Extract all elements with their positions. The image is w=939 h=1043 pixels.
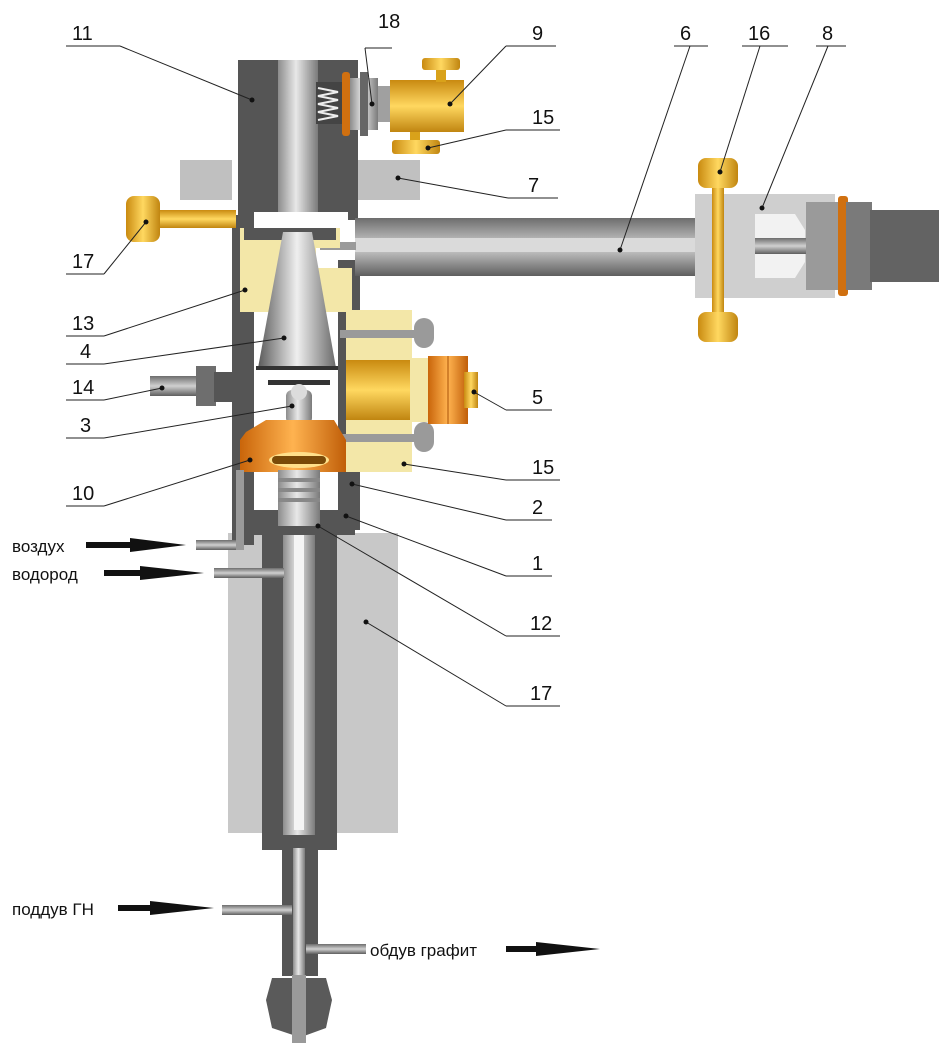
label-9: 9 (532, 23, 543, 45)
screw-upper-rod (340, 330, 424, 338)
coupling-8-rod (755, 238, 815, 254)
label-4: 4 (80, 341, 91, 363)
valve-9-knob-top[interactable] (422, 58, 460, 70)
valve-9-stem-top (436, 66, 446, 82)
fitting-14-base (214, 372, 234, 402)
injector-12-thread (278, 478, 320, 482)
cable (870, 210, 939, 282)
flow-graphite-arrow (506, 942, 600, 956)
top-head-window (254, 212, 348, 228)
injector-12-thread2 (278, 488, 320, 492)
side-block-15-lower (346, 420, 412, 472)
gap-plate (268, 380, 330, 385)
side-block-15-mid (346, 360, 412, 420)
screw-lower-head (414, 422, 434, 452)
label-11: 11 (72, 23, 93, 45)
label-3: 3 (80, 415, 91, 437)
graphite-outlet-pipe (306, 944, 366, 954)
inner-bore (294, 520, 304, 830)
valve-9-body (390, 80, 464, 132)
label-1: 1 (532, 553, 543, 575)
rod-6-inner (355, 238, 755, 252)
air-inlet-elbow (236, 470, 244, 550)
label-12: 12 (530, 613, 552, 635)
flow-hydrogen-label: водород (12, 565, 78, 584)
flow-air-arrow (86, 538, 186, 552)
label-15-upper: 15 (532, 107, 554, 129)
label-2: 2 (532, 497, 543, 519)
top-head-bore (278, 60, 318, 220)
flow-labels: воздух водород поддув ГН обдув графит (12, 537, 600, 960)
screw-18-thread (360, 72, 368, 136)
flow-hydrogen-arrow (104, 566, 204, 580)
screw-16-rod (712, 168, 724, 338)
label-8: 8 (822, 23, 833, 45)
injector-12-thread3 (278, 498, 320, 502)
label-14: 14 (72, 377, 94, 399)
screw-upper-head (414, 318, 434, 348)
seal-ring-8 (838, 196, 848, 296)
screw-16-knob-bottom[interactable] (698, 312, 738, 342)
lower-pipe-bore (293, 848, 305, 976)
burner-tip-3-top (291, 384, 307, 400)
clamp-block-7-left (180, 160, 232, 200)
nozzle-10-bar (272, 456, 326, 464)
label-15-lower: 15 (532, 457, 554, 479)
spring-coil (317, 87, 339, 121)
fitting-14-nut (196, 366, 216, 406)
label-6: 6 (680, 23, 691, 45)
bottom-nut-bore (292, 975, 306, 1043)
gn-purge-pipe (222, 905, 292, 915)
locking-screw-17-rod (156, 210, 236, 228)
nut-5-bolt (464, 372, 478, 408)
nut-5-back (410, 358, 432, 422)
hydrogen-inlet-pipe (214, 568, 284, 578)
valve-9-stem-bottom (410, 132, 420, 142)
label-10: 10 (72, 483, 94, 505)
flow-gn-purge-arrow (118, 901, 214, 915)
label-17-lower: 17 (530, 683, 552, 705)
flow-gn-purge-label: поддув ГН (12, 900, 94, 919)
label-16: 16 (748, 23, 770, 45)
coupling-8-nut-2 (846, 202, 872, 290)
air-inlet-pipe (196, 540, 244, 550)
seal-ring-18 (342, 72, 350, 136)
label-5: 5 (532, 387, 543, 409)
flow-graphite-label: обдув графит (370, 941, 477, 960)
cone-4 (258, 232, 336, 368)
burner-tip-3 (286, 390, 312, 424)
screw-18-tip (378, 86, 392, 122)
label-17-upper: 17 (72, 251, 94, 273)
label-13: 13 (72, 313, 94, 335)
locking-screw-17-knob[interactable] (126, 196, 160, 242)
coupling-8-nut (806, 202, 840, 290)
fitting-14-pipe (150, 376, 200, 396)
label-18: 18 (378, 11, 400, 33)
label-7: 7 (528, 175, 539, 197)
cone-4-rim (256, 366, 338, 370)
flow-air-label: воздух (12, 537, 65, 556)
screw-lower-rod (340, 434, 424, 442)
callouts: 11 18 9 15 6 16 8 7 (66, 11, 846, 707)
